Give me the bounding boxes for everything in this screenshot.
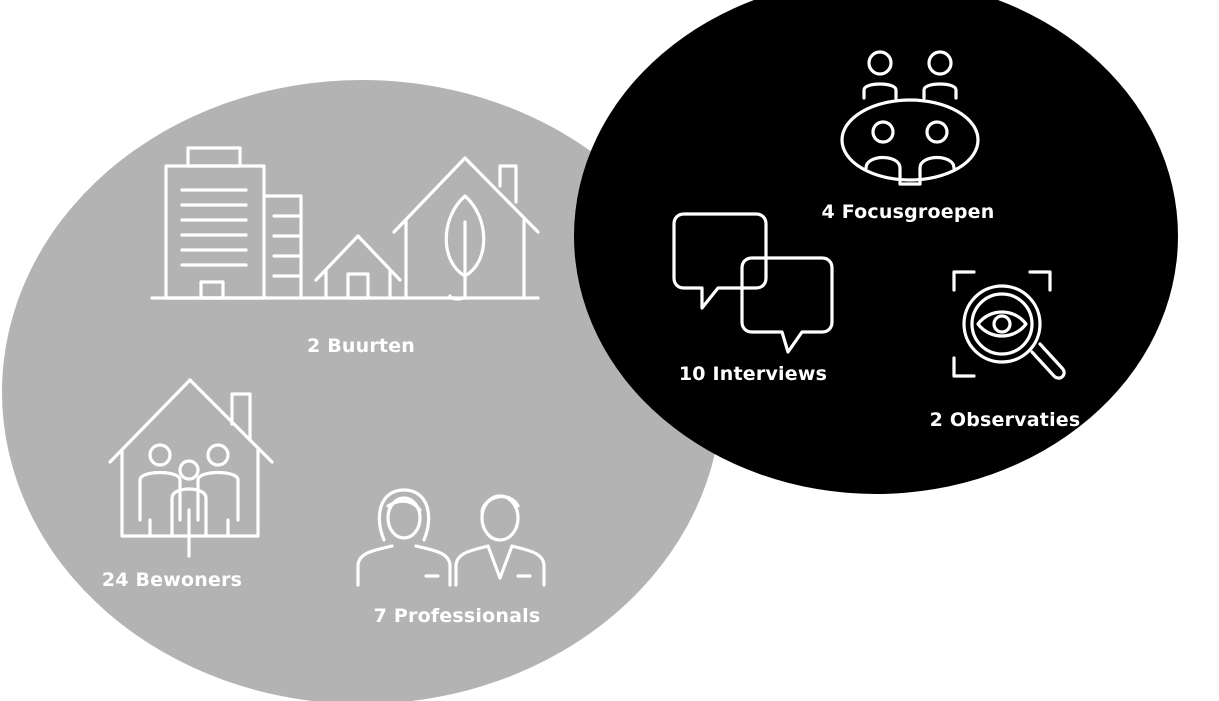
label-buurten: 2 Buurten	[307, 335, 415, 357]
label-professionals: 7 Professionals	[374, 605, 541, 627]
right-circle	[574, 0, 1178, 494]
label-focusgroepen: 4 Focusgroepen	[822, 201, 995, 223]
professionals-icon	[356, 488, 546, 587]
eye-magnifier-icon	[952, 270, 1066, 380]
meeting-table-icon	[840, 50, 980, 186]
label-observaties: 2 Observaties	[930, 409, 1081, 431]
label-interviews: 10 Interviews	[679, 363, 827, 385]
buildings-and-houses-icon	[150, 146, 540, 301]
family-house-icon	[108, 378, 274, 558]
label-bewoners: 24 Bewoners	[102, 569, 242, 591]
speech-bubbles-icon	[672, 212, 834, 354]
